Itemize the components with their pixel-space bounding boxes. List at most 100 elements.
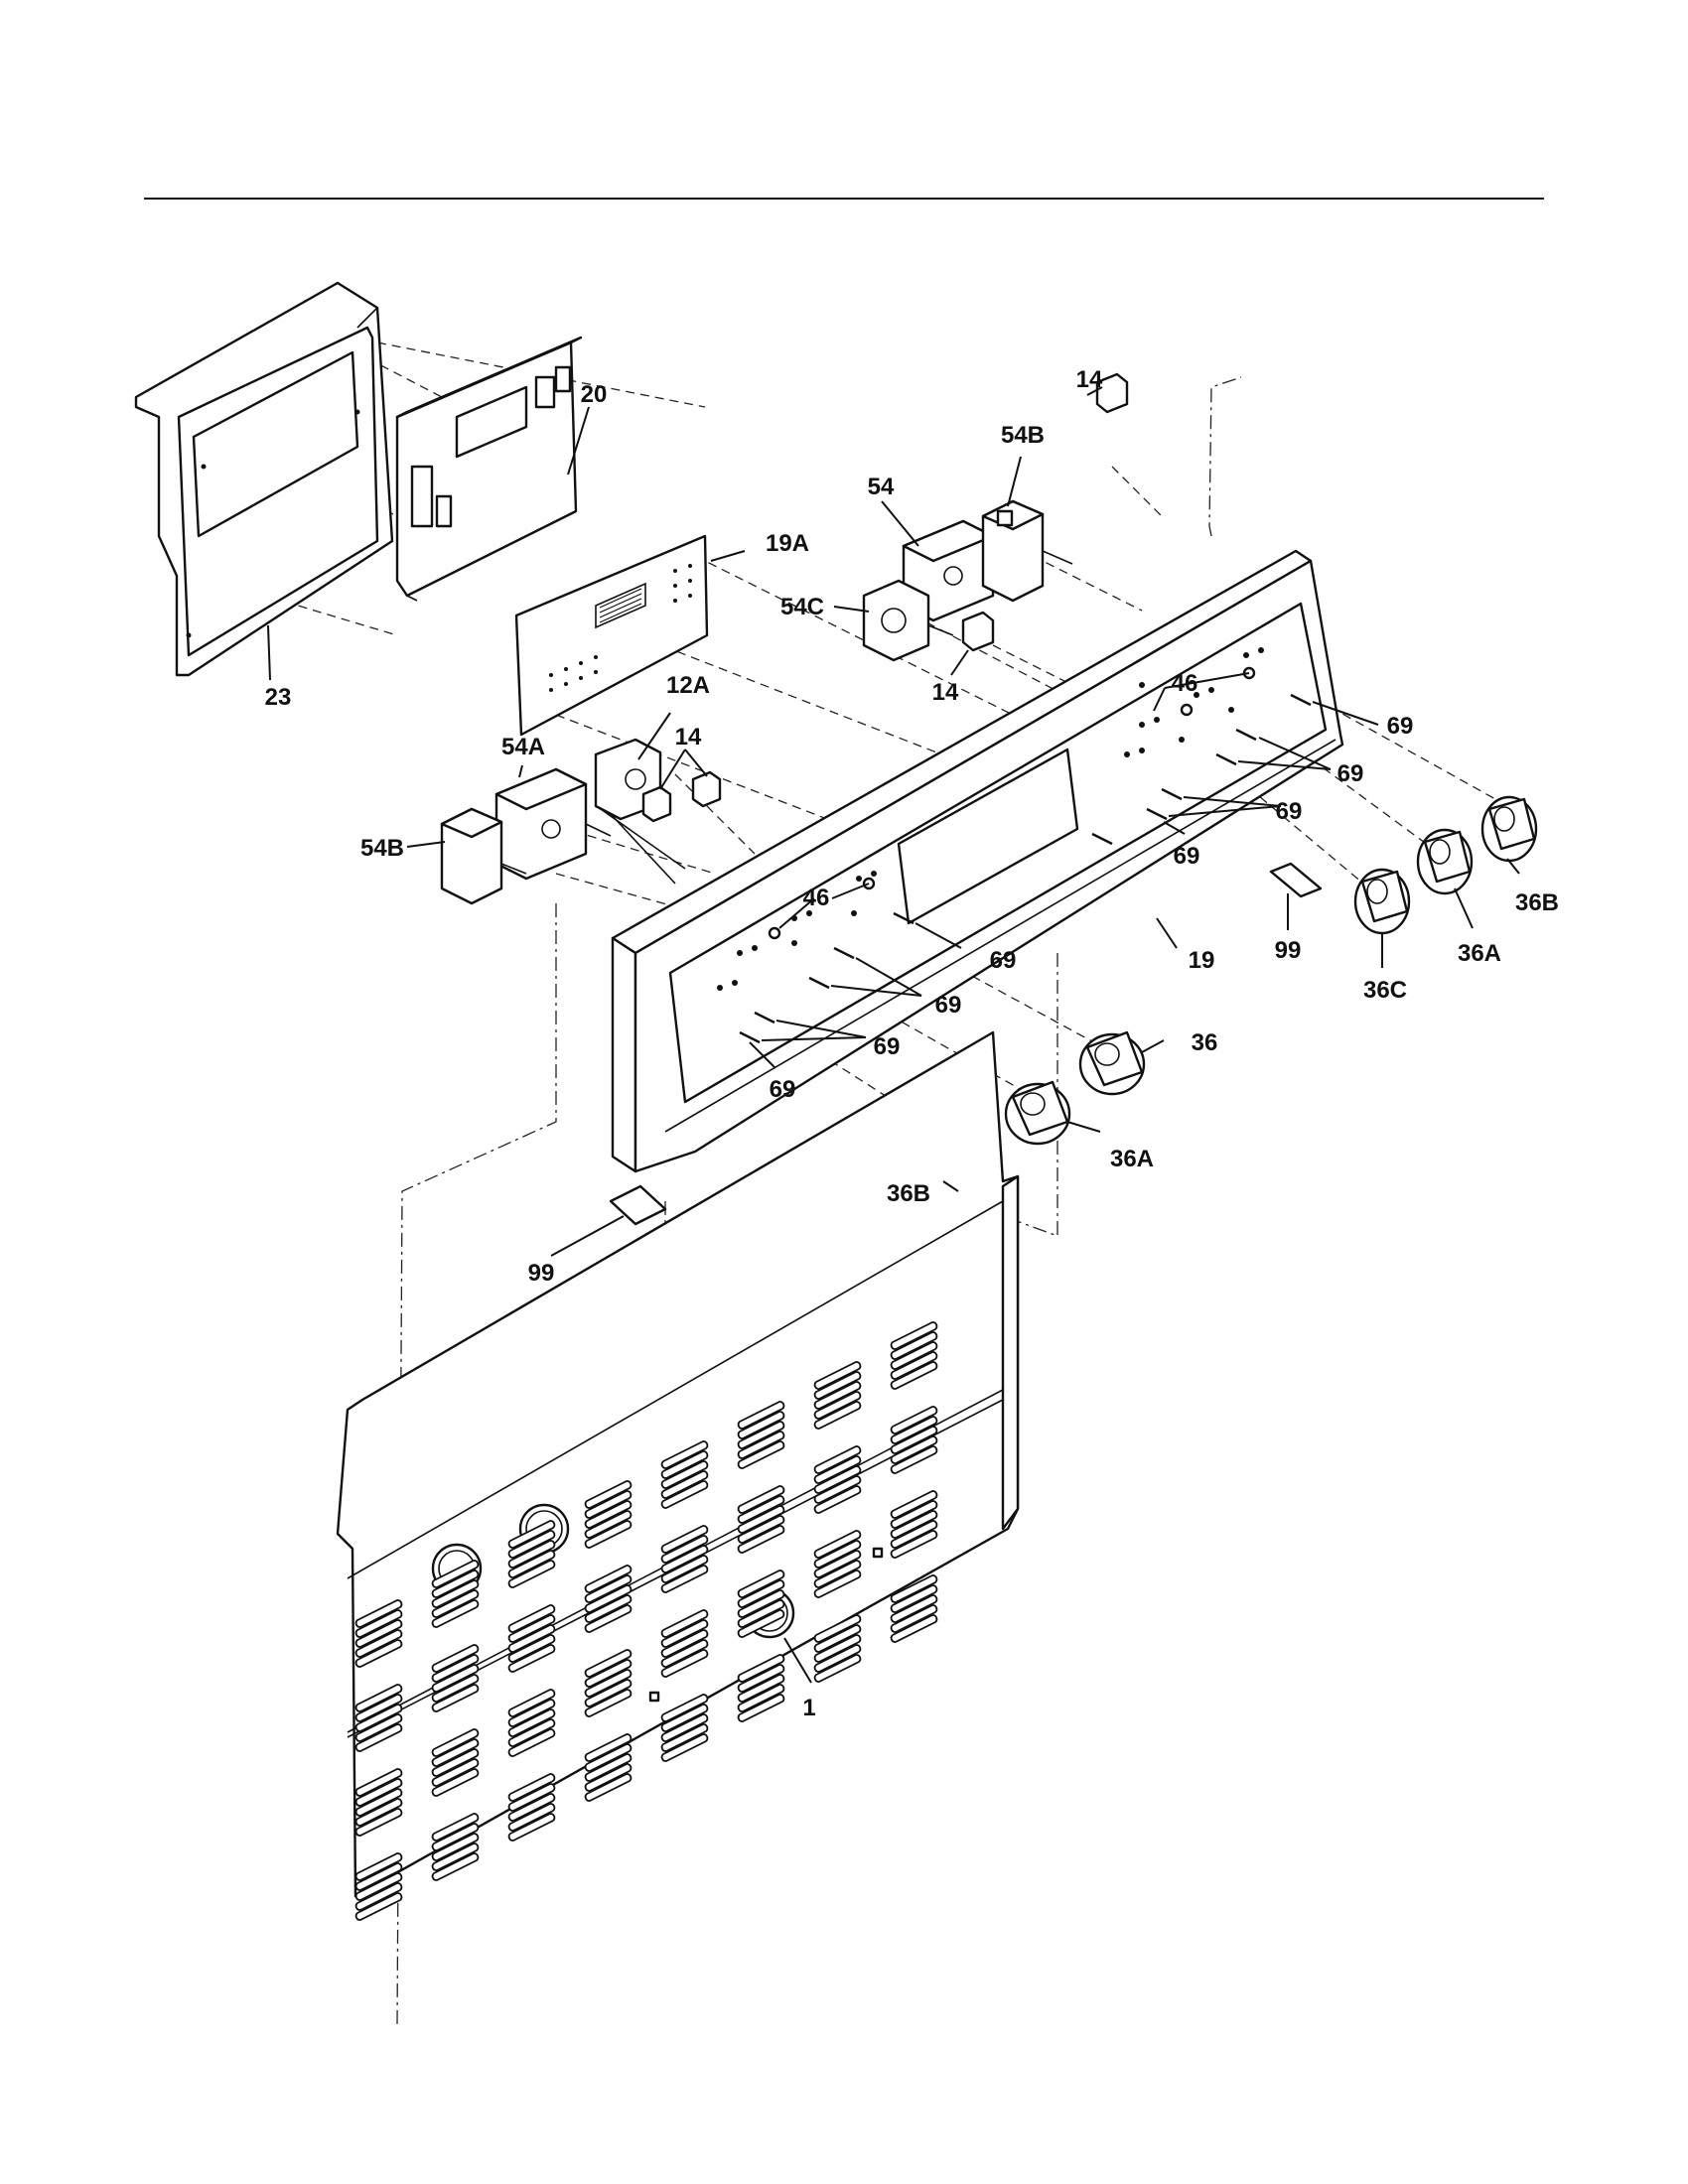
louvre-slot bbox=[431, 1684, 480, 1712]
louvre-slot bbox=[507, 1644, 556, 1673]
louvre-slot bbox=[584, 1743, 633, 1772]
louvre-slot bbox=[737, 1485, 785, 1514]
louvre-slot bbox=[813, 1634, 862, 1663]
callout-69-r4: 69 bbox=[1174, 843, 1200, 870]
knob-36C[interactable] bbox=[1353, 868, 1411, 935]
louvre-slot bbox=[354, 1882, 403, 1911]
louvre-slot bbox=[660, 1609, 709, 1638]
clip-14-mid bbox=[961, 611, 995, 652]
louvre-slot bbox=[813, 1445, 862, 1474]
louvre-slot bbox=[354, 1892, 403, 1921]
louvre-slot bbox=[431, 1674, 480, 1703]
louvre-slot bbox=[813, 1614, 862, 1643]
louvre-slot bbox=[354, 1808, 403, 1837]
knob-36B-right[interactable] bbox=[1480, 795, 1538, 863]
louvre-slot bbox=[431, 1852, 480, 1881]
louvre-slot bbox=[737, 1495, 785, 1524]
louvre-slot bbox=[813, 1371, 862, 1400]
callout-69-l1: 69 bbox=[990, 947, 1017, 974]
clip-14-left-a bbox=[641, 785, 672, 823]
louvre-slot bbox=[813, 1391, 862, 1420]
louvre-slot bbox=[431, 1664, 480, 1693]
knob-36[interactable] bbox=[1078, 1030, 1146, 1096]
louvre-slot bbox=[507, 1530, 556, 1559]
louvre-slot bbox=[431, 1560, 480, 1588]
louvre-slot bbox=[890, 1490, 938, 1519]
louvre-slot bbox=[354, 1723, 403, 1752]
callout-12A: 12A bbox=[666, 672, 710, 699]
louvre-slot bbox=[660, 1460, 709, 1489]
vent-louvres bbox=[354, 1321, 938, 1921]
louvre-slot bbox=[431, 1589, 480, 1618]
louvre-slot bbox=[660, 1619, 709, 1648]
louvre-slot bbox=[431, 1843, 480, 1871]
louvre-slot bbox=[354, 1852, 403, 1881]
louvre-slot bbox=[354, 1778, 403, 1807]
louvre-slot bbox=[584, 1480, 633, 1509]
louvre-slot bbox=[737, 1421, 785, 1449]
vent-panel-1 bbox=[336, 1030, 1020, 1921]
louvre-slot bbox=[660, 1545, 709, 1573]
callout-99-left: 99 bbox=[528, 1260, 555, 1287]
callout-19: 19 bbox=[1189, 947, 1215, 974]
callout-14-mid: 14 bbox=[932, 679, 959, 706]
louvre-slot bbox=[890, 1445, 938, 1474]
clip-14-left-b bbox=[691, 770, 722, 808]
louvre-slot bbox=[354, 1798, 403, 1827]
louvre-slot bbox=[660, 1440, 709, 1469]
louvre-slot bbox=[584, 1490, 633, 1519]
louvre-slot bbox=[660, 1649, 709, 1678]
louvre-slot bbox=[507, 1793, 556, 1822]
louvre-slot bbox=[737, 1589, 785, 1618]
louvre-slot bbox=[431, 1570, 480, 1598]
louvre-slot bbox=[354, 1713, 403, 1742]
louvre-slot bbox=[431, 1748, 480, 1777]
louvre-slot bbox=[813, 1475, 862, 1504]
louvre-slot bbox=[813, 1654, 862, 1683]
louvre-slot bbox=[431, 1738, 480, 1767]
louvre-slot bbox=[584, 1584, 633, 1613]
louvre-slot bbox=[431, 1599, 480, 1628]
louvre-slot bbox=[660, 1733, 709, 1762]
callout-20: 20 bbox=[581, 381, 608, 408]
louvre-slot bbox=[737, 1684, 785, 1712]
louvre-slot bbox=[507, 1550, 556, 1578]
louvre-slot bbox=[660, 1629, 709, 1658]
louvre-slot bbox=[660, 1694, 709, 1722]
leader-lines bbox=[267, 386, 1520, 1684]
louvre-slot bbox=[890, 1321, 938, 1350]
louvre-slot bbox=[813, 1485, 862, 1514]
louvre-slot bbox=[890, 1406, 938, 1434]
callout-69-l4: 69 bbox=[770, 1076, 796, 1103]
rear-bracket-23 bbox=[134, 281, 394, 677]
louvre-slot bbox=[431, 1758, 480, 1787]
louvre-slot bbox=[813, 1560, 862, 1588]
louvre-slot bbox=[507, 1624, 556, 1653]
callout-69-l3: 69 bbox=[874, 1033, 901, 1060]
switch-54B-top bbox=[981, 499, 1073, 603]
louvre-slot bbox=[584, 1594, 633, 1623]
louvre-slot bbox=[890, 1584, 938, 1613]
louvre-slot bbox=[507, 1614, 556, 1643]
louvre-slot bbox=[507, 1718, 556, 1747]
louvre-slot bbox=[737, 1525, 785, 1554]
callout-54C: 54C bbox=[780, 594, 824, 620]
louvre-slot bbox=[813, 1455, 862, 1484]
louvre-slot bbox=[354, 1862, 403, 1891]
valve-12A bbox=[594, 738, 686, 885]
louvre-slot bbox=[507, 1708, 556, 1737]
clip-14-top bbox=[1095, 372, 1129, 414]
louvre-slot bbox=[431, 1579, 480, 1608]
louvre-slot bbox=[890, 1361, 938, 1390]
overlay-19A bbox=[514, 534, 709, 737]
louvre-slot bbox=[813, 1644, 862, 1673]
louvre-slot bbox=[890, 1574, 938, 1603]
louvre-slot bbox=[890, 1331, 938, 1360]
callout-36B-left: 36B bbox=[887, 1180, 930, 1207]
callout-54B-left: 54B bbox=[360, 835, 404, 862]
louvre-slot bbox=[507, 1689, 556, 1717]
louvre-slot bbox=[737, 1579, 785, 1608]
bracket-99-right bbox=[1269, 862, 1323, 898]
knob-36A-right[interactable] bbox=[1416, 828, 1474, 895]
knob-36A-left[interactable] bbox=[1004, 1080, 1071, 1146]
